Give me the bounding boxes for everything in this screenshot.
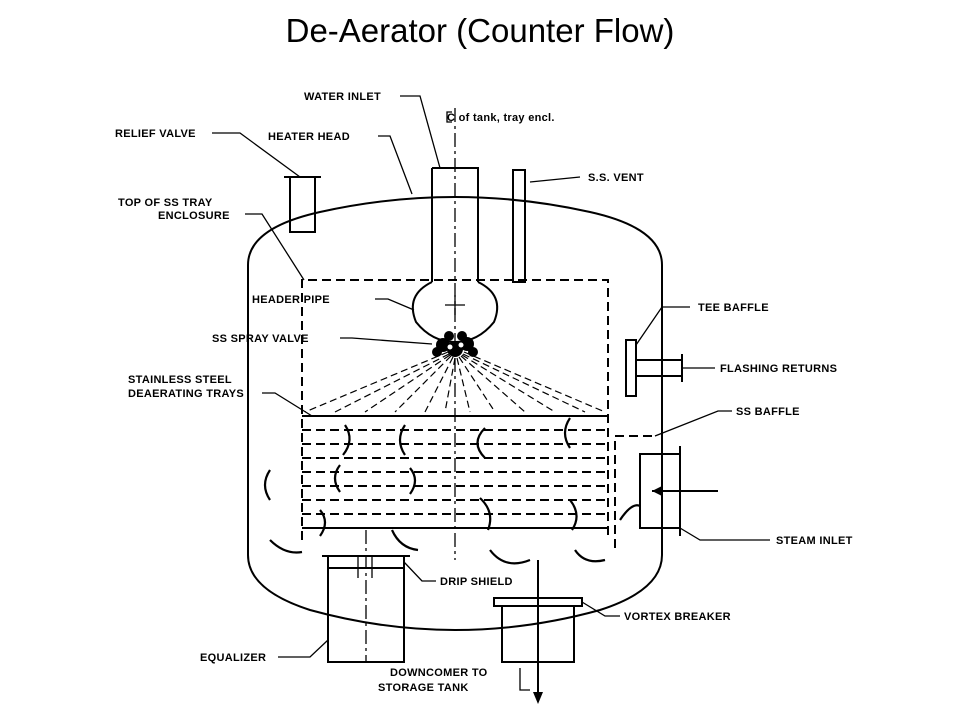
label-trays-1: STAINLESS STEEL — [128, 374, 232, 386]
label-top-tray-2: ENCLOSURE — [158, 210, 230, 222]
flow-arcs — [263, 417, 641, 565]
label-vortex-breaker: VORTEX BREAKER — [624, 611, 731, 623]
label-downcomer-1: DOWNCOMER TO — [390, 667, 488, 679]
water-inlet-pipe — [431, 167, 479, 282]
tee-baffle — [625, 339, 683, 397]
relief-valve — [289, 176, 316, 233]
label-ss-vent: S.S. VENT — [588, 172, 644, 184]
equalizer — [322, 530, 410, 663]
label-water-inlet: WATER INLET — [304, 91, 381, 103]
label-trays-2: DEAERATING TRAYS — [128, 388, 244, 400]
label-header-pipe: HEADER PIPE — [252, 294, 330, 306]
spray-pattern — [304, 351, 606, 413]
label-steam-inlet: STEAM INLET — [776, 535, 853, 547]
label-equalizer: EQUALIZER — [200, 652, 266, 664]
label-heater-head: HEATER HEAD — [268, 131, 350, 143]
page-title: De-Aerator (Counter Flow) — [285, 12, 675, 49]
label-top-tray-1: TOP OF SS TRAY — [118, 197, 213, 209]
centerline-symbol — [446, 111, 452, 123]
spray-valve — [432, 331, 478, 357]
label-ss-baffle: SS BAFFLE — [736, 406, 800, 418]
downcomer — [493, 560, 583, 704]
label-spray-valve: SS SPRAY VALVE — [212, 333, 309, 345]
label-tee-baffle: TEE BAFFLE — [698, 302, 769, 314]
label-centerline: C of tank, tray encl. — [447, 112, 555, 124]
label-flashing-returns: FLASHING RETURNS — [720, 363, 837, 375]
label-relief-valve: RELIEF VALVE — [115, 128, 196, 140]
label-downcomer-2: STORAGE TANK — [378, 682, 469, 694]
deaerating-trays — [302, 415, 608, 529]
leader-lines — [212, 95, 770, 691]
ss-baffle — [614, 435, 655, 548]
label-drip-shield: DRIP SHIELD — [440, 576, 513, 588]
ss-vent — [512, 169, 526, 283]
steam-inlet — [639, 446, 718, 536]
